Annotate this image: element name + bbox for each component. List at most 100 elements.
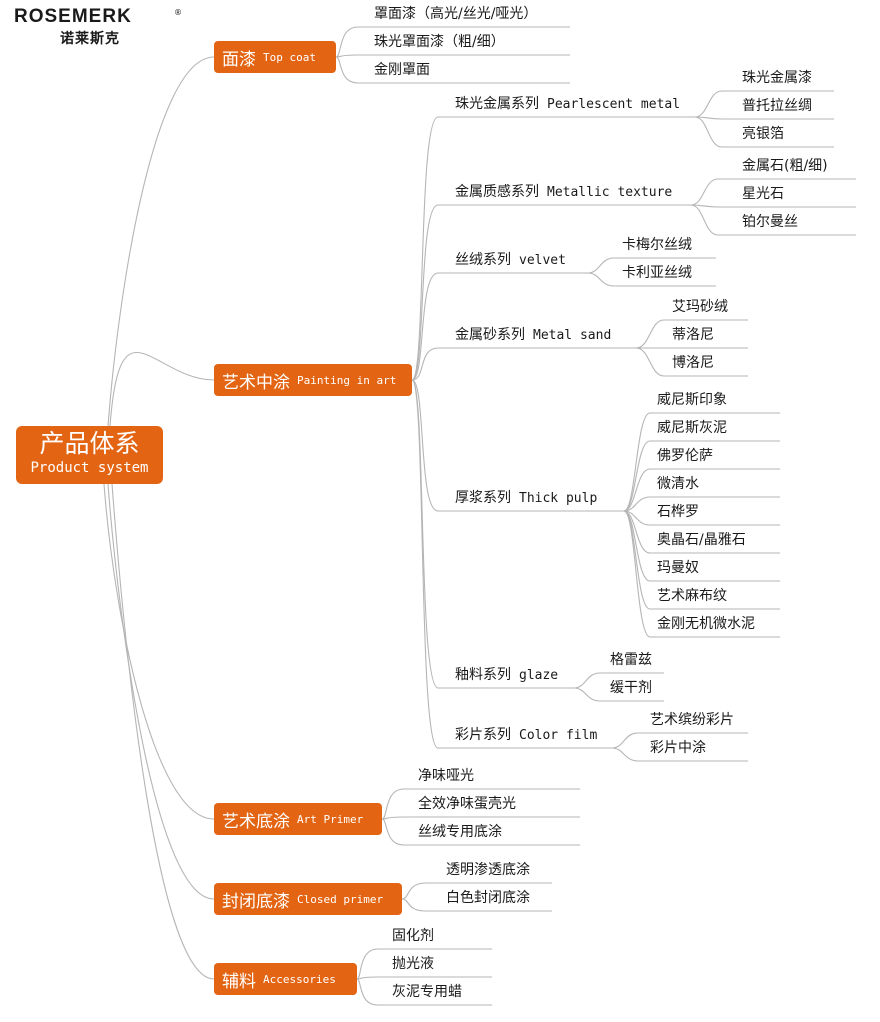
leaf-item: 缓干剂: [610, 680, 652, 696]
brand-logo: ROSEMERK ® 诺莱斯克: [14, 6, 184, 47]
connector-line: [623, 412, 780, 512]
connector-line: [356, 978, 492, 1006]
connector-line: [335, 26, 570, 58]
leaf-item: 铂尔曼丝: [742, 214, 798, 230]
category-label-en: Closed primer: [297, 892, 384, 906]
series-label-en: Thick pulp: [519, 491, 598, 506]
series-label-en: Metal sand: [533, 328, 612, 343]
category-label-en: Painting in art: [297, 373, 397, 387]
connector-line: [587, 257, 716, 274]
series-label-cn: 珠光金属系列: [455, 96, 539, 112]
series-label: 金属质感系列 Metallic texture: [455, 183, 672, 202]
series-label-en: Pearlescent metal: [547, 97, 681, 112]
connector-line: [411, 204, 691, 381]
series-label-cn: 丝绒系列: [455, 252, 511, 268]
leaf-item: 佛罗伦萨: [657, 448, 713, 464]
category-label-cn: 封闭底漆: [222, 891, 290, 912]
series-label: 釉料系列 glaze: [455, 666, 558, 685]
connector-line: [401, 882, 552, 900]
connector-line: [107, 56, 215, 427]
leaf-item: 彩片中涂: [650, 740, 706, 756]
series-label-cn: 厚浆系列: [455, 490, 511, 506]
connector-line: [356, 976, 492, 980]
leaf-item: 珠光罩面漆（粗/细）: [374, 34, 505, 50]
connector-line: [411, 347, 636, 381]
connector-line: [111, 483, 215, 980]
connector-line: [573, 687, 664, 702]
connector-line: [356, 948, 492, 980]
leaf-item: 博洛尼: [672, 355, 714, 371]
connector-line: [411, 272, 588, 381]
leaf-item: 灰泥专用蜡: [392, 984, 462, 1000]
root-label-cn: 产品体系: [39, 429, 140, 458]
series-label: 厚浆系列 Thick pulp: [455, 489, 597, 508]
connector-line: [611, 747, 748, 762]
connector-line: [411, 379, 612, 749]
leaf-item: 格雷兹: [610, 652, 652, 668]
leaf-item: 威尼斯印象: [657, 392, 727, 408]
registered-mark: ®: [174, 8, 182, 17]
series-label-cn: 釉料系列: [455, 667, 511, 683]
leaf-item: 金属石(粗/细): [742, 158, 828, 174]
leaf-item: 固化剂: [392, 928, 434, 944]
category-label-en: Art Primer: [297, 812, 364, 826]
leaf-item: 星光石: [742, 186, 784, 202]
connector-line: [690, 204, 856, 208]
connector-line: [690, 204, 856, 236]
series-label-en: Metallic texture: [547, 185, 673, 200]
leaf-item: 蒂洛尼: [672, 327, 714, 343]
series-label: 丝绒系列 velvet: [455, 251, 566, 270]
connector-line: [623, 440, 780, 512]
leaf-item: 全效净味蛋壳光: [418, 796, 516, 812]
connector-line: [623, 510, 780, 526]
connector-line: [611, 732, 748, 749]
connector-line: [411, 116, 695, 381]
series-label-en: glaze: [519, 668, 559, 683]
leaf-item: 威尼斯灰泥: [657, 420, 727, 436]
leaf-item: 普托拉丝绸: [742, 98, 812, 114]
leaf-item: 艾玛砂绒: [672, 299, 728, 315]
connector-line: [411, 379, 574, 689]
leaf-item: 金刚无机微水泥: [657, 616, 755, 632]
series-label-cn: 彩片系列: [455, 727, 511, 743]
leaf-item: 玛曼奴: [657, 560, 699, 576]
leaf-item: 珠光金属漆: [742, 70, 812, 86]
leaf-item: 罩面漆（高光/丝光/哑光）: [374, 6, 538, 22]
connector-line: [623, 468, 780, 512]
leaf-item: 净味哑光: [418, 768, 474, 784]
connector-line: [635, 347, 748, 377]
category-label-en: Accessories: [263, 972, 336, 986]
connector-line: [587, 272, 716, 287]
connector-line: [623, 510, 780, 554]
series-label: 彩片系列 Color film: [455, 726, 597, 745]
leaf-item: 微清水: [657, 476, 699, 492]
leaf-item: 艺术麻布纹: [657, 588, 727, 604]
series-label: 金属砂系列 Metal sand: [455, 326, 611, 345]
series-label-en: velvet: [519, 253, 566, 268]
category-label-cn: 面漆: [222, 49, 256, 70]
category-label-cn: 艺术底涂: [222, 811, 290, 832]
leaf-item: 丝绒专用底涂: [418, 824, 502, 840]
leaf-item: 石桦罗: [657, 504, 699, 520]
series-label-en: Color film: [519, 728, 598, 743]
connector-line: [694, 90, 834, 118]
leaf-item: 抛光液: [392, 956, 434, 972]
connector-line: [690, 178, 856, 206]
connector-line: [694, 116, 834, 120]
connector-line: [381, 816, 580, 820]
leaf-item: 透明渗透底涂: [446, 862, 530, 878]
connector-line: [623, 510, 780, 638]
series-label-cn: 金属砂系列: [455, 327, 525, 343]
leaf-item: 艺术缤纷彩片: [650, 712, 734, 728]
connector-line: [335, 56, 570, 84]
connector-line: [411, 379, 624, 512]
leaf-item: 卡梅尔丝绒: [622, 237, 692, 253]
series-label-cn: 金属质感系列: [455, 184, 539, 200]
connector-line: [694, 116, 834, 148]
connector-line: [381, 788, 580, 820]
